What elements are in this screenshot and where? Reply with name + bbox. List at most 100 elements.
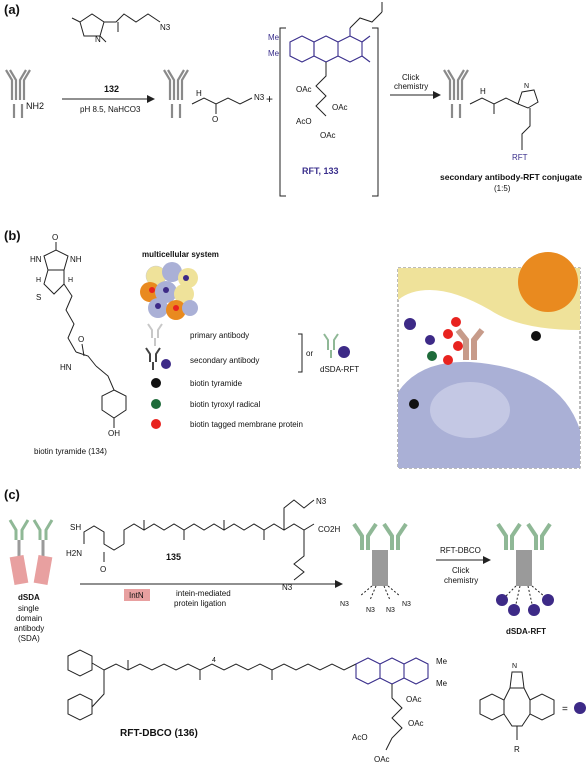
azide-n3-1: N3 [340, 601, 349, 608]
azide-n3-3: N3 [386, 607, 395, 614]
panel-a: (a) NH2 N N3 132 pH 8.5, NaHCO3 [4, 2, 582, 197]
me-label-2: Me [268, 49, 280, 58]
nucleus-icon [518, 252, 578, 312]
legend-tyramide: biotin tyramide [190, 379, 243, 388]
me-label-1: Me [268, 33, 280, 42]
biotin-tyramide-structure [43, 242, 127, 428]
atom-o-2: O [78, 335, 84, 344]
rft-dbco-sugar [385, 684, 403, 751]
atom-h-2: H [68, 277, 73, 284]
click-label: Click [402, 73, 420, 82]
atom-sh: SH [70, 523, 81, 532]
rft-dbco-flavin [355, 657, 429, 685]
plus-sign: + [266, 92, 273, 106]
rft-dot-icon [161, 359, 171, 369]
sda-line-1: single [18, 604, 39, 613]
or-label: or [306, 349, 313, 358]
rft-dbco-aco: AcO [352, 733, 368, 742]
rft-dbco-me-1: Me [436, 657, 448, 666]
sda-line-2: domain [16, 614, 42, 623]
nhs-n: N [95, 35, 101, 44]
product-label: secondary antibody-RFT conjugate [440, 172, 582, 182]
ratio-label: (1:5) [494, 184, 511, 193]
antibody-icon [443, 69, 469, 118]
rft-133-label: RFT, 133 [302, 166, 339, 176]
atom-nh: NH [70, 255, 82, 264]
dsda-rft-dot-icon [338, 346, 350, 358]
equals-sign: = [562, 704, 568, 715]
antibody-icon [5, 69, 31, 118]
atom-h2n: H2N [66, 549, 82, 558]
azide-n3-4: N3 [402, 601, 411, 608]
nhs-ester-structure [71, 13, 161, 43]
green-dot-icon [151, 399, 161, 409]
oac-3: OAc [332, 103, 348, 112]
sda-line-4: (SDA) [18, 634, 40, 643]
dsda-rft-label: dSDA-RFT [320, 365, 359, 374]
legend: primary antibody secondary antibody biot… [145, 323, 359, 429]
atom-h-1: H [36, 277, 41, 284]
click-label-c: Click [452, 566, 470, 575]
a-reagent-n3: N3 [160, 23, 171, 32]
black-dot-icon [151, 378, 161, 388]
chemistry-label-c: chemistry [444, 576, 478, 585]
atom-hn: HN [30, 255, 42, 264]
panel-c-label: (c) [4, 487, 20, 502]
compound-135-structure [83, 499, 315, 581]
atom-n3-bottom: N3 [282, 583, 293, 592]
triazole-conjugate-structure [469, 89, 539, 150]
a-product-n3: N3 [254, 93, 265, 102]
dsda-rft-product-label: dSDA-RFT [506, 627, 546, 636]
legend-n: N [512, 663, 517, 670]
intn-label: IntN [129, 591, 144, 600]
bracket-left [279, 27, 286, 197]
atom-co2h: CO2H [318, 525, 340, 534]
oac-4: OAc [320, 131, 336, 140]
conditions-text: pH 8.5, NaHCO3 [80, 105, 141, 114]
secondary-antibody-icon [145, 347, 161, 370]
legend-brace [298, 333, 303, 373]
atom-s: S [36, 293, 41, 302]
rft-dbco-me-2: Me [436, 679, 448, 688]
rft-chain [315, 2, 383, 117]
triazole-dbco-legend-structure [479, 671, 555, 740]
rft-dbco-oac-1: OAc [406, 695, 422, 704]
legend-membrane: biotin tagged membrane protein [190, 420, 303, 429]
sda-line-3: antibody [14, 624, 44, 633]
cell-cluster-icon [140, 262, 198, 320]
oac-2: AcO [296, 117, 312, 126]
atom-oh: OH [108, 429, 120, 438]
dsda-rft-product-icon [496, 522, 554, 616]
chemistry-label: chemistry [394, 82, 428, 91]
legend-primary: primary antibody [190, 331, 249, 340]
triazole-n: N [524, 83, 529, 90]
rft-dbco-label: RFT-DBCO (136) [120, 728, 198, 739]
intn-badge [124, 589, 150, 601]
bracket-right [372, 27, 379, 197]
conjugate-nh: H [480, 87, 486, 96]
nh2-label: NH2 [26, 101, 44, 111]
antibody-icon [163, 69, 189, 118]
red-dot-icon [151, 419, 161, 429]
multicellular-label: multicellular system [142, 250, 219, 259]
ligation-line-1: intein-mediated [176, 589, 231, 598]
compound-135-label: 135 [166, 552, 181, 562]
ligation-line-2: protein ligation [174, 599, 226, 608]
atom-o-1: O [52, 233, 58, 242]
panel-b-label: (b) [4, 228, 21, 243]
atom-n3-top: N3 [316, 497, 327, 506]
panel-c: (c) dSDA single domain antibody (SDA) SH… [4, 487, 586, 764]
rft-legend-dot [574, 702, 586, 714]
rft-dbco-reagent: RFT-DBCO [440, 546, 481, 555]
reagent-132: 132 [104, 84, 119, 94]
panel-b: (b) HN NH H H O S O HN OH biotin tyramid… [4, 228, 581, 469]
mechanism-inset [397, 252, 581, 469]
dsda-label: dSDA [18, 593, 40, 602]
legend-r: R [514, 745, 520, 754]
peg-subscript: 4 [212, 657, 216, 664]
amide-linker-structure [191, 97, 253, 114]
panel-a-label: (a) [4, 2, 20, 17]
amide-nh: H [196, 89, 202, 98]
azide-antibody-icon [352, 522, 408, 601]
azide-n3-2: N3 [366, 607, 375, 614]
